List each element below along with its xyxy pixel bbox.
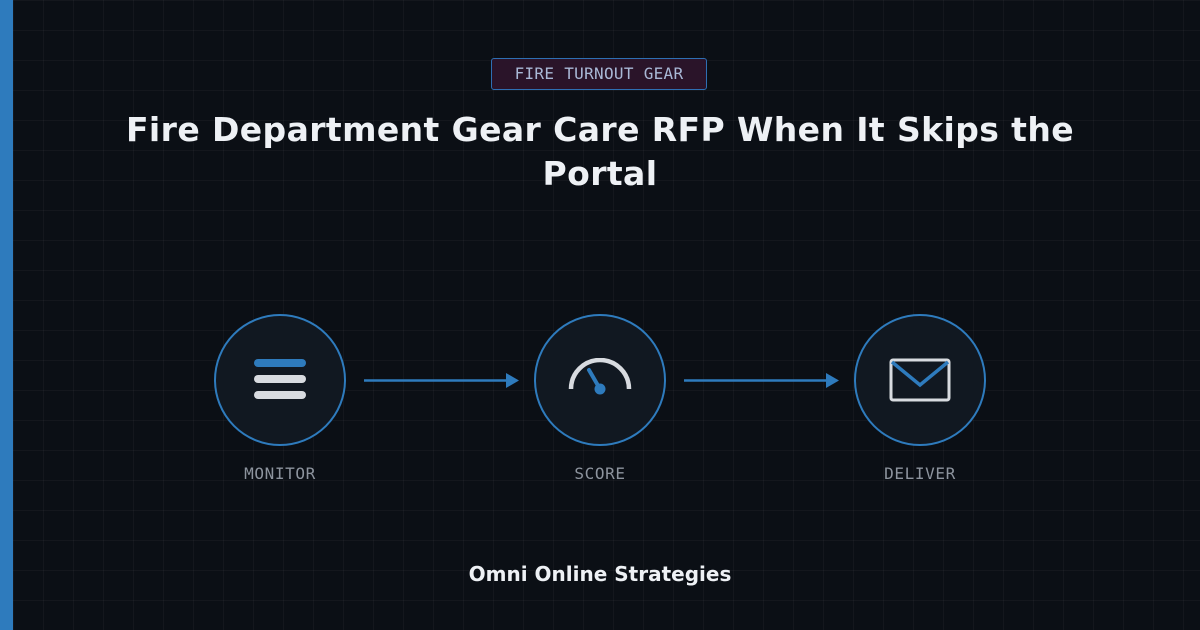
envelope-icon [889,358,951,402]
arrow-right-icon [684,373,839,388]
step-monitor-circle [214,314,346,446]
step-score-label: SCORE [574,464,626,483]
gauge-icon [568,358,632,395]
brand-name: Omni Online Strategies [468,562,732,586]
page-title: Fire Department Gear Care RFP When It Sk… [125,110,1075,193]
step-monitor: MONITOR [214,314,346,483]
left-accent-bar [0,0,13,630]
step-monitor-label: MONITOR [244,464,316,483]
step-deliver-label: DELIVER [884,464,956,483]
step-deliver: DELIVER [854,314,986,483]
list-icon [254,359,306,399]
step-deliver-circle [854,314,986,446]
step-score: SCORE [534,314,666,483]
category-tag: FIRE TURNOUT GEAR [491,58,707,90]
arrow-right-icon [364,373,519,388]
step-score-circle [534,314,666,446]
